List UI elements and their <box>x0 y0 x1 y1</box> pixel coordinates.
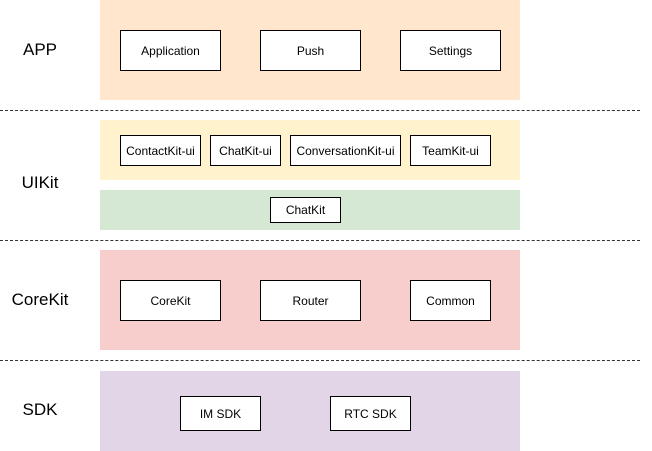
chatkit-ui-box: ChatKit-ui <box>210 135 281 166</box>
router-box: Router <box>260 280 361 321</box>
conversationkit-ui-box: ConversationKit-ui <box>290 135 401 166</box>
im-sdk-box: IM SDK <box>180 396 261 431</box>
divider-app-uikit <box>0 110 640 111</box>
chatkit-box: ChatKit <box>270 197 341 223</box>
push-box: Push <box>260 30 361 71</box>
layer-label-corekit: CoreKit <box>11 290 69 309</box>
corekit-box: CoreKit <box>120 280 221 321</box>
layer-label-sdk: SDK <box>22 400 58 419</box>
divider-corekit-sdk <box>0 360 640 361</box>
layer-label-app: APP <box>22 40 58 59</box>
layer-label-uikit: UIKit <box>21 173 59 192</box>
rtc-sdk-box: RTC SDK <box>330 396 411 431</box>
common-box: Common <box>410 280 491 321</box>
application-box: Application <box>120 30 221 71</box>
divider-uikit-corekit <box>0 240 640 241</box>
settings-box: Settings <box>400 30 501 71</box>
sdk-band <box>100 371 520 451</box>
teamkit-ui-box: TeamKit-ui <box>410 135 491 166</box>
contactkit-ui-box: ContactKit-ui <box>120 135 201 166</box>
